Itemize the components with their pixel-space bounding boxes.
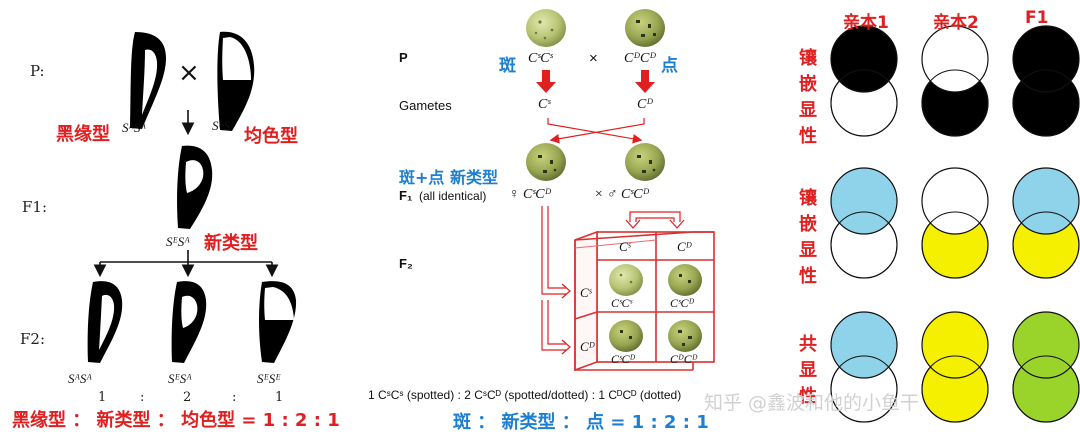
punnett-row-header-1: Cˢ: [580, 285, 592, 300]
watermark: 知乎 @鑫波和他的小鱼干: [704, 392, 920, 414]
left-f2-genotype-2: SᴱSᴬ: [168, 371, 192, 386]
venn-top-circle: [1012, 25, 1080, 93]
venn-top-circle: [921, 25, 989, 93]
left-gen-f2-label: F2:: [20, 330, 46, 348]
left-f2-wing-2: [171, 281, 207, 363]
mid-f1-male: × ♂ CˢCᴰ: [594, 187, 650, 202]
mid-f1-name: 斑+点 新类型: [399, 168, 498, 187]
left-gen-p-label: P:: [30, 62, 45, 80]
left-parent1-genotype: SᴬSᴬ: [122, 120, 146, 135]
mid-summary: 斑 ： 新类型 ： 点 = 1 : 2 : 1: [453, 412, 709, 433]
mid-gamete-2: Cᴰ: [637, 97, 654, 112]
left-parent1-wing: [130, 32, 166, 129]
gamete-arrow-1: [536, 70, 556, 93]
left-f2-wing-3: [259, 281, 297, 363]
punnett-cell-21: CˢCᴰ: [611, 352, 636, 366]
right-col-header-3: F1: [1025, 8, 1049, 28]
left-f1-genotype: SᴱSᴬ: [166, 234, 190, 249]
left-gen-f1-label: F1:: [22, 198, 48, 216]
venn-bottom-outline: [1012, 355, 1080, 423]
left-f2-ratio-1: 1: [98, 390, 107, 405]
venn-bottom-outline: [921, 211, 989, 279]
venn-top-circle: [830, 311, 898, 379]
venn-bottom-outline: [830, 355, 898, 423]
venn-bottom-outline: [921, 69, 989, 137]
left-f2-genotype-3: SᴱSᴱ: [257, 371, 281, 386]
punnett-cell-11: CˢCˢ: [611, 296, 633, 310]
mid-cross-symbol: ×: [589, 50, 598, 67]
venn-bottom-outline: [830, 211, 898, 279]
seed-parent-dotted: [625, 9, 665, 47]
punnett-col-header-2: Cᴰ: [677, 239, 692, 254]
right-row-label-1: 镶嵌显性: [799, 48, 817, 147]
dominance-venn-grid: [830, 25, 1080, 423]
left-parent2-wing: [217, 31, 255, 132]
left-f1-name: 新类型: [204, 233, 258, 254]
right-col-header-1: 亲本1: [843, 13, 889, 33]
left-f2-ratio-2: 2: [183, 390, 192, 405]
left-f2-ratio-sep-2: :: [232, 390, 237, 405]
punnett-row-header-2: Cᴰ: [580, 339, 595, 354]
gamete-arrow-2: [635, 70, 655, 93]
venn-bottom-outline: [830, 69, 898, 137]
left-f2-ratio-sep-1: :: [140, 390, 145, 405]
seed-f1-male: [625, 143, 665, 181]
mid-parent1-genotype: CˢCˢ: [528, 51, 553, 66]
punnett-col-header-1: Cˢ: [619, 239, 631, 254]
left-f2-genotype-1: SᴬSᴬ: [68, 371, 92, 386]
left-f1-wing: [177, 145, 213, 229]
left-summary: 黑缘型 ： 新类型 ： 均色型 = 1 : 2 : 1: [12, 410, 340, 431]
punnett-seed-21: [609, 320, 643, 352]
f1-to-square-arrows: [541, 206, 685, 355]
mid-ratio-line: 1 CˢCˢ (spotted) : 2 CˢCᴰ (spotted/dotte…: [368, 388, 682, 402]
venn-top-circle: [830, 25, 898, 93]
venn-bottom-outline: [1012, 211, 1080, 279]
mid-f1-female: ♀ CˢCᴰ: [509, 187, 552, 202]
punnett-seed-12: [668, 264, 702, 296]
venn-top-circle: [1012, 311, 1080, 379]
venn-top-circle: [830, 167, 898, 235]
right-row-label-3: 共显性: [799, 334, 817, 407]
venn-bottom-outline: [1012, 69, 1080, 137]
punnett-seed-22: [668, 320, 702, 352]
right-row-label-2: 镶嵌显性: [799, 188, 817, 287]
left-parent1-name: 黑缘型: [56, 124, 110, 145]
venn-top-circle: [1012, 167, 1080, 235]
mid-parent2-name: 点: [661, 56, 678, 76]
mid-gametes-label: Gametes: [399, 98, 452, 113]
mid-f1-label: F₁: [399, 188, 413, 203]
punnett-cell-22: CᴰCᴰ: [670, 352, 698, 366]
gamete-cross-arrows: [547, 118, 645, 144]
mid-f2-label: F₂: [399, 256, 413, 271]
venn-top-circle: [921, 311, 989, 379]
seed-f1-female: [526, 143, 566, 181]
left-parent2-genotype: SᴱSᴱ: [212, 118, 236, 133]
left-cross-symbol: ×: [178, 58, 200, 88]
punnett-cell-12: CˢCᴰ: [670, 296, 695, 310]
mid-parent2-genotype: CᴰCᴰ: [624, 51, 657, 66]
venn-bottom-outline: [921, 355, 989, 423]
left-parent2-name: 均色型: [244, 126, 298, 147]
right-col-header-2: 亲本2: [933, 13, 979, 33]
left-f2-wing-1: [87, 281, 123, 363]
seed-parent-spotted: [526, 9, 566, 47]
mid-f1-note: (all identical): [419, 189, 487, 203]
mid-gamete-1: Cˢ: [538, 97, 551, 112]
mid-gen-p-label: P: [399, 50, 408, 65]
mid-parent1-name: 斑: [499, 56, 516, 76]
left-f2-ratio-3: 1: [275, 390, 284, 405]
venn-top-circle: [921, 167, 989, 235]
punnett-seed-11: [609, 264, 643, 296]
left-branch-arrows: [93, 250, 279, 278]
